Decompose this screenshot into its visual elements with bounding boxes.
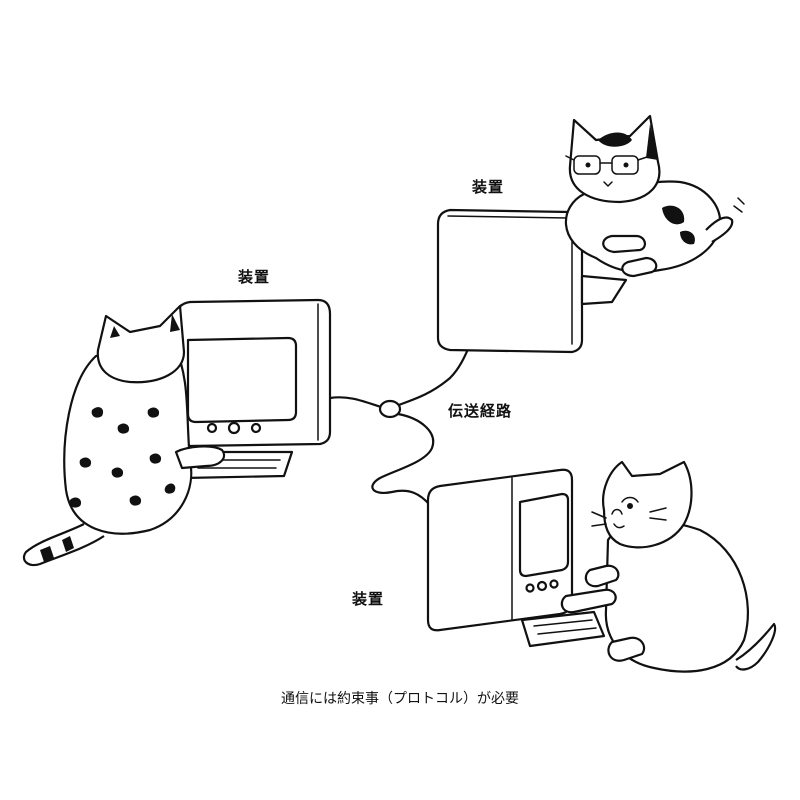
device-bottom-right <box>426 468 606 648</box>
device-left <box>174 298 332 480</box>
cat-white-smiling <box>560 460 777 673</box>
label-device-bottom: 装置 <box>352 590 385 608</box>
hub-connector <box>378 399 402 419</box>
cat-with-glasses <box>564 114 745 278</box>
device-top-right <box>436 208 628 354</box>
figure-caption: 通信には約束事（プロトコル）が必要 <box>281 691 519 707</box>
cable-hub-to-bottom <box>371 412 435 507</box>
cat-spotted-back <box>22 304 226 567</box>
cable-left-to-hub <box>328 396 386 410</box>
label-device-left: 装置 <box>238 268 271 286</box>
label-transmission-path: 伝送経路 <box>448 402 513 420</box>
label-device-top: 装置 <box>472 178 505 196</box>
